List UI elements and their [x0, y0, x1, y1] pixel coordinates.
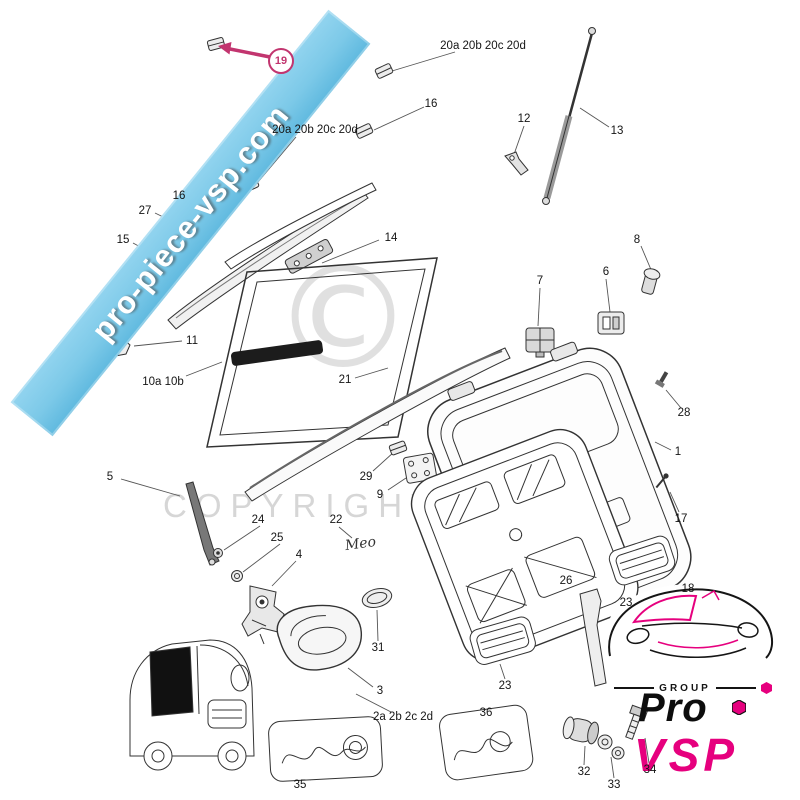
switch-6-shape: [597, 311, 625, 335]
switch-7-shape: [525, 327, 555, 358]
lower-strip-shape: [244, 347, 511, 502]
screw-17-shape: [655, 473, 669, 489]
logo-rule-left: [614, 687, 655, 689]
logo-pro-text: Pro: [638, 686, 708, 730]
rear-glass-shape: [206, 257, 438, 448]
clip-19-shape: [206, 36, 226, 52]
vehicle-sketch: [129, 639, 255, 771]
vent-grille-right-shape: [608, 535, 676, 586]
cable-kit-35-shape: [268, 716, 383, 782]
logo-vsp-text: VSP: [634, 729, 739, 781]
logo-hexagon-icon: [761, 682, 773, 694]
badge-31-shape: [361, 587, 393, 609]
gas-strut-shape: [542, 27, 596, 205]
washers-33-shape: [597, 734, 625, 760]
clip-16-top-shape: [354, 122, 374, 140]
lock-mechanism-shape: [241, 585, 285, 645]
bolt-28-shape: [654, 371, 669, 388]
copyright-text-watermark: COPYRIGHT: [163, 487, 441, 524]
highlight-circle-19: 19: [268, 48, 294, 74]
logo-group-text: GROUP: [659, 682, 711, 694]
clip-29-shape: [388, 440, 408, 456]
logo-hexagon-dot-icon: [732, 700, 746, 715]
logo-rule-right: [715, 687, 757, 689]
vent-grille-lower-shape: [469, 616, 536, 665]
cable-kit-36-shape: [439, 704, 534, 781]
provsp-logo: GROUP Pro VSP: [598, 578, 793, 796]
wiper-arm-shape: [185, 481, 220, 566]
lock-barrel-shape: [641, 268, 661, 295]
spoiler-strip-shape: [167, 189, 369, 330]
highlight-number: 19: [274, 55, 288, 67]
bracket-12-shape: [504, 151, 529, 176]
logo-car-sketch: [607, 584, 779, 676]
handle-cover-shape: [276, 604, 362, 671]
logo-group-row: GROUP: [614, 682, 773, 694]
washer-25-shape: [231, 570, 243, 582]
hinge-roller-32-shape: [562, 716, 599, 745]
trim-strip-14-shape: [224, 182, 377, 274]
nut-24-shape: [213, 548, 223, 558]
bracket-26-shape: [579, 588, 607, 687]
clip-20-top-shape: [374, 62, 394, 80]
bolt-34-shape: [625, 704, 649, 740]
